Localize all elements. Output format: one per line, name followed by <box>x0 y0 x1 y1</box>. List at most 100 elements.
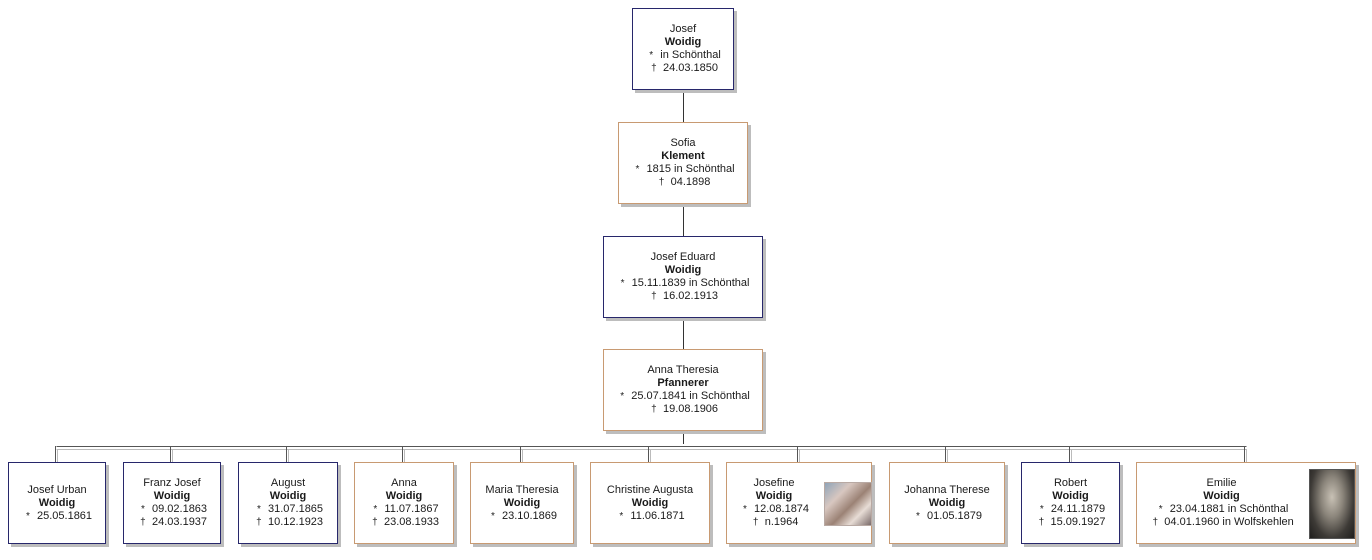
birth-symbol-icon: * <box>620 391 625 402</box>
event-text: 31.07.1865 <box>264 503 324 515</box>
portrait-photo-bw[interactable] <box>1309 469 1355 539</box>
birth-symbol-icon: * <box>620 278 625 289</box>
birth-event: * 25.07.1841 in Schönthal <box>616 390 750 403</box>
birth-symbol-icon: * <box>490 510 495 522</box>
event-text: 16.02.1913 <box>659 290 719 302</box>
surname: Woidig <box>385 490 423 502</box>
death-event: † 24.03.1937 <box>137 516 207 529</box>
given-name: Josefine <box>753 477 795 489</box>
surname: Woidig <box>503 496 541 509</box>
death-event: † 19.08.1906 <box>616 403 750 416</box>
event-text: 09.02.1863 <box>148 503 208 515</box>
death-event: † 16.02.1913 <box>617 290 750 303</box>
death-event: † 24.03.1850 <box>645 62 721 75</box>
event-text: 11.07.1867 <box>381 503 439 515</box>
birth-symbol-icon: * <box>373 504 378 515</box>
surname: Woidig <box>928 496 966 509</box>
death-symbol-icon: † <box>752 517 759 528</box>
birth-event: * 11.06.1871 <box>607 510 693 523</box>
birth-event: * 23.10.1869 <box>485 510 558 523</box>
death-symbol-icon: † <box>651 63 657 74</box>
death-symbol-icon: † <box>372 517 378 528</box>
surname: Woidig <box>269 490 307 502</box>
event-text: in Schönthal <box>657 49 721 61</box>
death-symbol-icon: † <box>140 517 146 528</box>
birth-symbol-icon: * <box>635 164 640 175</box>
birth-event: * 15.11.1839 in Schönthal <box>617 277 750 290</box>
birth-event: * 25.05.1861 <box>22 510 92 523</box>
event-text: 24.03.1850 <box>659 62 719 74</box>
surname: Woidig <box>153 490 191 502</box>
event-text: n.1964 <box>761 516 799 528</box>
death-event: † 10.12.1923 <box>253 516 323 529</box>
death-event: † 15.09.1927 <box>1035 516 1106 529</box>
given-name: Emilie <box>1206 477 1237 489</box>
event-text: 23.04.1881 in Schönthal <box>1166 503 1289 515</box>
event-text: 11.06.1871 <box>627 509 685 522</box>
surname: Woidig <box>664 264 702 276</box>
birth-event: * 01.05.1879 <box>904 510 989 523</box>
birth-event: * 11.07.1867 <box>369 503 439 516</box>
event-text: 15.11.1839 in Schönthal <box>628 277 750 289</box>
event-text: 04.01.1960 in Wolfskehlen <box>1161 516 1294 528</box>
birth-event: * 1815 in Schönthal <box>631 163 734 176</box>
event-text: 25.07.1841 in Schönthal <box>628 390 750 402</box>
given-name: Sofia <box>670 137 696 149</box>
given-name: Josef Urban <box>27 483 87 496</box>
portrait-photo-color[interactable] <box>824 482 872 526</box>
event-text: 24.11.1879 <box>1047 503 1106 515</box>
death-event: † 04.1898 <box>631 176 734 189</box>
death-symbol-icon: † <box>651 291 657 302</box>
birth-symbol-icon: * <box>1039 504 1044 515</box>
event-text: 23.08.1933 <box>380 516 440 528</box>
event-text: 04.1898 <box>667 176 711 188</box>
birth-symbol-icon: * <box>619 510 624 522</box>
birth-event: * 23.04.1881 in Schönthal <box>1155 503 1289 516</box>
given-name: August <box>270 477 306 489</box>
death-symbol-icon: † <box>658 177 665 188</box>
given-name: Robert <box>1053 477 1088 489</box>
surname: Woidig <box>1203 490 1240 502</box>
birth-symbol-icon: * <box>140 504 145 515</box>
event-text: 12.08.1874 <box>750 503 810 515</box>
given-name: Josef <box>669 23 697 35</box>
surname: Klement <box>661 150 705 162</box>
surname: Woidig <box>38 496 76 509</box>
surname: Woidig <box>1052 490 1089 502</box>
given-name: Maria Theresia <box>485 483 559 496</box>
given-name: Josef Eduard <box>650 251 716 263</box>
death-event: † n.1964 <box>750 516 799 529</box>
surname: Woidig <box>664 36 702 48</box>
given-name: Anna Theresia <box>647 364 719 376</box>
birth-symbol-icon: * <box>742 504 747 515</box>
event-text: 24.03.1937 <box>148 516 208 528</box>
death-event: † 23.08.1933 <box>369 516 439 529</box>
event-text: 10.12.1923 <box>264 516 324 528</box>
birth-event: * 31.07.1865 <box>253 503 323 516</box>
given-name: Christine Augusta <box>606 483 694 496</box>
death-symbol-icon: † <box>1038 517 1045 528</box>
birth-symbol-icon: * <box>649 50 654 61</box>
surname: Woidig <box>755 490 793 502</box>
